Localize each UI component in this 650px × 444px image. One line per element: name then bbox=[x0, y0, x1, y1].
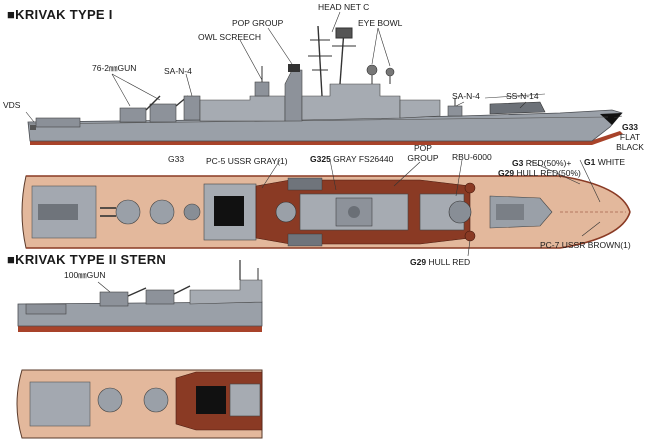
heading-krivak-type1: ■KRIVAK TYPE I bbox=[7, 7, 113, 22]
rbu-6000-port bbox=[464, 182, 476, 194]
paint-name-red-50: RED(50%)+ bbox=[525, 158, 572, 168]
heading-krivak-type2-stern: ■KRIVAK TYPE II STERN bbox=[7, 252, 167, 267]
label-g325-gray: G325 GRAY FS26440 bbox=[310, 154, 393, 164]
label-head-net-c: HEAD NET C bbox=[318, 2, 370, 12]
gun-76mm-turrets bbox=[119, 95, 189, 123]
type2-hull bbox=[17, 301, 263, 327]
gun-100mm-fwd bbox=[145, 289, 175, 305]
paint-code-g3: G3 bbox=[512, 158, 524, 168]
paint-name-flat-black: FLAT BLACK bbox=[616, 132, 644, 152]
label-g29-hull-red-50: G29 HULL RED(50%) bbox=[498, 168, 581, 178]
grille-starboard bbox=[287, 233, 323, 247]
paint-code-g1: G1 bbox=[584, 157, 596, 167]
paint-name-hull-red-50: HULL RED(50%) bbox=[516, 168, 581, 178]
vds-housing bbox=[35, 117, 81, 128]
midship-superstructure bbox=[301, 83, 401, 121]
label-g3-red: G3 RED(50%)+ bbox=[512, 158, 571, 168]
label-76mm-gun: 76-2㎜GUN bbox=[92, 63, 137, 73]
grille-port bbox=[287, 177, 323, 191]
paint-code-g33: G33 bbox=[621, 122, 639, 132]
krivak-type2-side-profile bbox=[17, 260, 263, 332]
waterline-red-stripe bbox=[30, 131, 623, 145]
label-g33-left: G33 bbox=[168, 154, 185, 164]
paint-code-g325: G325 bbox=[310, 154, 331, 164]
bow-flat-black bbox=[600, 113, 622, 125]
krivak-type2-top-view bbox=[16, 369, 263, 439]
paint-name-hull-red: HULL RED bbox=[428, 257, 471, 267]
sa-n-4-fwd-top bbox=[448, 200, 472, 224]
paint-code-g29: G29 bbox=[498, 168, 515, 178]
gun-100mm-aft bbox=[99, 291, 129, 307]
turret-76mm-aft bbox=[115, 199, 141, 225]
label-sa-n-4-fwd: SA-N-4 bbox=[452, 91, 480, 101]
label-rbu-6000: RBU-6000 bbox=[452, 152, 492, 162]
krivak-type1-top-view bbox=[21, 175, 631, 249]
label-ss-n-14: SS-N-14 bbox=[506, 91, 539, 101]
label-pc7-ussr-brown: PC-7 USSR BROWN(1) bbox=[540, 240, 631, 250]
krivak-type1-side-profile bbox=[27, 25, 623, 145]
label-pop-group-top: POP GROUP bbox=[232, 18, 284, 28]
label-vds: VDS bbox=[3, 100, 21, 110]
label-eye-bowl: EYE BOWL bbox=[358, 18, 403, 28]
label-sa-n-4-aft: SA-N-4 bbox=[164, 66, 192, 76]
label-pop-group-mid: POP GROUP bbox=[407, 143, 439, 163]
flat-black-panel bbox=[214, 196, 244, 226]
forward-superstructure bbox=[399, 99, 441, 119]
rbu-6000-stbd bbox=[464, 230, 476, 242]
label-g33-flat-black: G33 FLAT BLACK bbox=[612, 122, 648, 152]
label-g29-hull-red: G29 HULL RED bbox=[410, 257, 470, 267]
label-pc5-ussr-gray: PC-5 USSR GRAY(1) bbox=[206, 156, 288, 166]
funnel bbox=[284, 69, 303, 122]
leader-lines bbox=[25, 11, 623, 293]
owl-screech-radar bbox=[254, 81, 270, 97]
turret-76mm-fwd bbox=[149, 199, 175, 225]
paint-code-g29-bottom: G29 bbox=[410, 257, 427, 267]
eye-bowl-directors bbox=[366, 64, 395, 84]
pop-group-radar-aft bbox=[288, 64, 300, 72]
label-g1-white: G1 WHITE bbox=[584, 157, 625, 167]
label-100mm-gun: 100㎜GUN bbox=[64, 270, 106, 280]
label-owl-screech: OWL SCREECH bbox=[198, 32, 261, 42]
sa-n-4-fwd-mount bbox=[447, 105, 463, 117]
masts bbox=[308, 25, 356, 97]
aft-superstructure bbox=[199, 95, 286, 122]
sa-n-4-aft-mount bbox=[183, 95, 201, 121]
paint-name-white: WHITE bbox=[597, 157, 626, 167]
ss-n-14-launcher bbox=[489, 101, 546, 115]
head-net-c-radar bbox=[335, 27, 353, 39]
paint-name-gray-fs26440: GRAY FS26440 bbox=[333, 154, 394, 164]
